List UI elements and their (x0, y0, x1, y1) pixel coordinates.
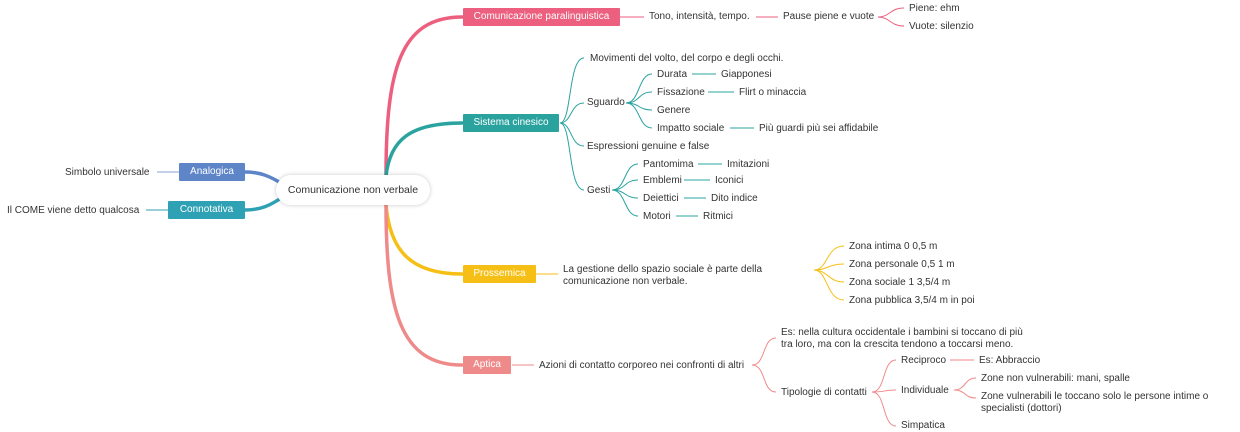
node-pause[interactable]: Pause piene e vuote (783, 11, 875, 22)
node-movimenti[interactable]: Movimenti del volto, del corpo e degli o… (590, 53, 784, 64)
branch-aptica (384, 203, 464, 367)
node-iconici[interactable]: Iconici (715, 175, 744, 186)
node-tipologie-contatti[interactable]: Tipologie di contatti (781, 387, 867, 398)
node-prossemica-desc-1[interactable]: La gestione dello spazio sociale è parte… (563, 264, 763, 275)
node-tono[interactable]: Tono, intensità, tempo. (649, 11, 750, 22)
node-analogica[interactable]: Analogica (179, 163, 245, 181)
node-azioni-contatto[interactable]: Azioni di contatto corporeo nei confront… (539, 360, 745, 371)
node-gesti[interactable]: Gesti (587, 185, 611, 196)
node-individuale[interactable]: Individuale (901, 385, 949, 396)
node-connotativa[interactable]: Connotativa (168, 201, 245, 219)
node-impatto-sociale[interactable]: Impatto sociale (657, 123, 725, 134)
node-fissazione[interactable]: Fissazione (657, 87, 705, 98)
node-zone-non-vulnerabili[interactable]: Zone non vulnerabili: mani, spalle (981, 373, 1130, 384)
branch-prossemica (384, 203, 464, 276)
node-deiettici[interactable]: Deiettici (643, 193, 679, 204)
node-ritmici[interactable]: Ritmici (703, 211, 733, 222)
node-zona-pubblica[interactable]: Zona pubblica 3,5/4 m in poi (849, 295, 975, 306)
node-zone-vulnerabili-1[interactable]: Zone vulnerabili le toccano solo le pers… (981, 391, 1209, 402)
node-sistema-cinesico[interactable]: Sistema cinesico (463, 114, 559, 132)
branch-paralinguistica (384, 15, 464, 178)
node-reciproco[interactable]: Reciproco (901, 355, 947, 366)
node-zona-sociale[interactable]: Zona sociale 1 3,5/4 m (849, 277, 951, 288)
node-prossemica-desc-2[interactable]: comunicazione non verbale. (563, 276, 688, 287)
node-prossemica[interactable]: Prossemica (463, 265, 536, 283)
node-emblemi[interactable]: Emblemi (643, 175, 682, 186)
root-node[interactable]: Comunicazione non verbale (276, 175, 430, 205)
node-sguardo[interactable]: Sguardo (587, 97, 625, 108)
node-durata[interactable]: Durata (657, 69, 688, 80)
node-il-come[interactable]: Il COME viene detto qualcosa (7, 205, 140, 216)
node-flirt[interactable]: Flirt o minaccia (739, 87, 807, 98)
node-simbolo-universale[interactable]: Simbolo universale (65, 167, 150, 178)
node-piu-guardi[interactable]: Più guardi più sei affidabile (759, 123, 879, 134)
branch-cinesico (384, 121, 464, 178)
node-aptica[interactable]: Aptica (463, 356, 511, 374)
node-abbraccio[interactable]: Es: Abbraccio (979, 355, 1041, 366)
node-simpatica[interactable]: Simpatica (901, 420, 945, 431)
node-paralinguistica[interactable]: Comunicazione paralinguistica (463, 8, 620, 26)
node-es-cultura-1[interactable]: Es: nella cultura occidentale i bambini … (781, 327, 1023, 338)
node-piene[interactable]: Piene: ehm (909, 3, 960, 14)
node-zona-personale[interactable]: Zona personale 0,5 1 m (849, 259, 955, 270)
node-es-cultura-2[interactable]: tra loro, ma con la crescita tendono a t… (781, 339, 1014, 350)
node-pantomima[interactable]: Pantomima (643, 159, 694, 170)
node-zone-vulnerabili-2[interactable]: specialisti (dottori) (981, 403, 1062, 414)
node-espressioni[interactable]: Espressioni genuine e false (587, 141, 710, 152)
node-dito-indice[interactable]: Dito indice (711, 193, 758, 204)
node-zona-intima[interactable]: Zona intima 0 0,5 m (849, 241, 938, 252)
node-imitazioni[interactable]: Imitazioni (727, 159, 770, 170)
node-giapponesi[interactable]: Giapponesi (721, 69, 772, 80)
node-vuote[interactable]: Vuote: silenzio (909, 21, 974, 32)
node-genere[interactable]: Genere (657, 105, 691, 116)
node-motori[interactable]: Motori (643, 211, 671, 222)
